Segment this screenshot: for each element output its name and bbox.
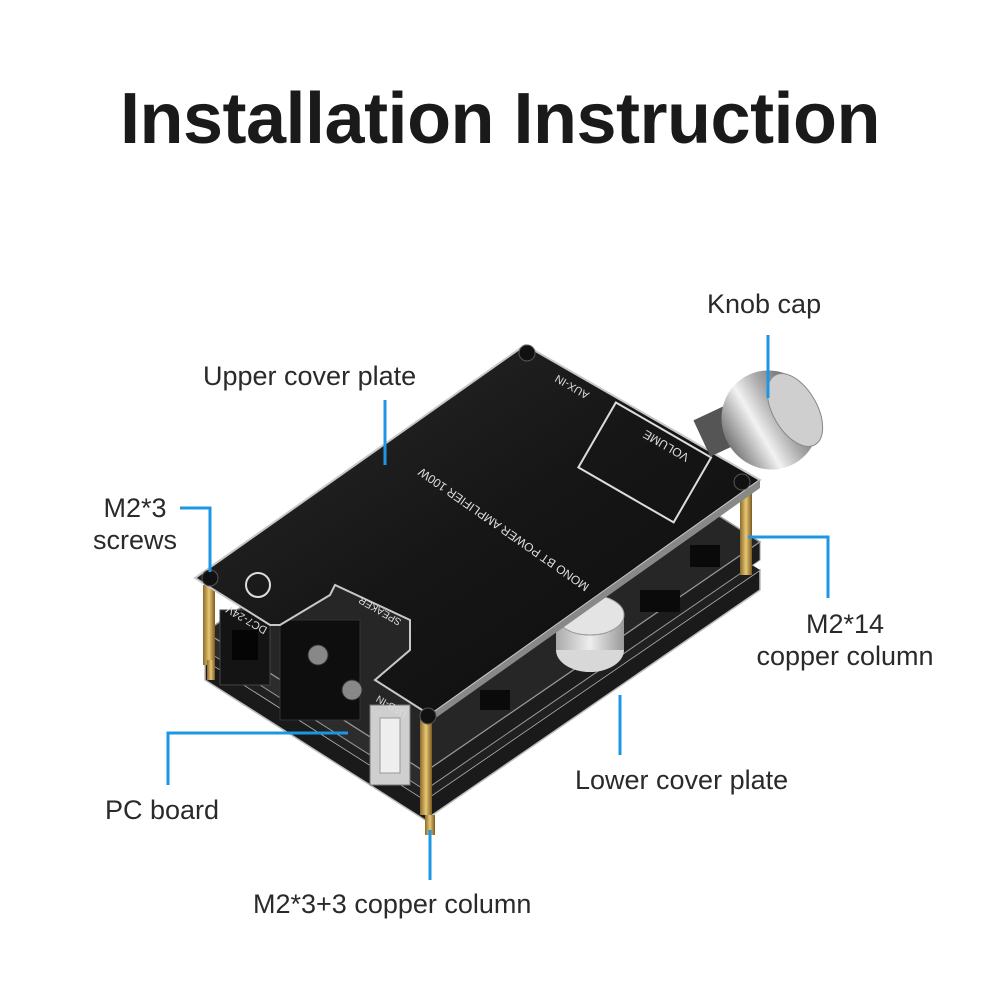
copper-column-14-label: M2*14 copper column [745, 608, 945, 672]
upper-cover-plate-label: Upper cover plate [203, 361, 417, 391]
copper-column-14-label-line1: M2*14 [805, 609, 885, 639]
copper-column-right [740, 485, 752, 575]
copper-column-14-leader [748, 535, 830, 598]
copper-column-front [420, 720, 432, 815]
pc-board-leader [166, 731, 348, 785]
screws-label-line1: M2*3 [103, 493, 167, 523]
screw-right [733, 473, 751, 491]
speaker-terminal [279, 619, 361, 721]
knob-cap-shape [693, 370, 824, 470]
volume-panel [577, 401, 713, 524]
screw-front-left [201, 569, 219, 587]
screws-label: M2*3 screws [85, 492, 185, 556]
copper-column-lower [425, 815, 435, 835]
screws-label-line2: screws [92, 525, 177, 555]
copper-column-3-3-label: M2*3+3 copper column [253, 889, 532, 919]
upper-cover-plate-shape [193, 343, 762, 717]
page-title: Installation Instruction [119, 79, 881, 159]
copper-column-front-left [203, 585, 215, 665]
lower-cover-plate-label: Lower cover plate [575, 765, 789, 795]
screw-front [419, 707, 437, 725]
copper-column-14-label-line2: copper column [756, 641, 934, 671]
pc-board-label: PC board [105, 795, 220, 825]
screws-leader [180, 506, 212, 572]
knob-cap-label: Knob cap [707, 289, 822, 319]
screw-back [518, 344, 536, 362]
